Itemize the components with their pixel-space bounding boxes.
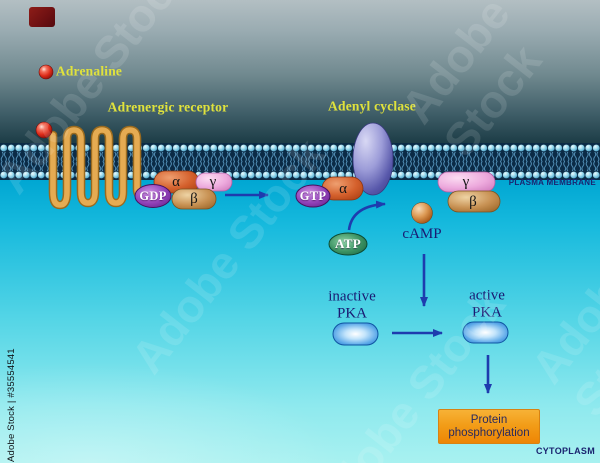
watermark-side-text: Adobe Stock | #35554541 bbox=[6, 348, 17, 462]
camp-molecule bbox=[411, 202, 433, 224]
alpha-label: α bbox=[172, 173, 180, 190]
adenyl-cyclase-enzyme bbox=[352, 122, 394, 196]
arrow-atp-to-camp bbox=[347, 200, 386, 231]
extracellular-region bbox=[0, 0, 600, 144]
inactive-pka-line1: inactive bbox=[328, 288, 376, 305]
gtp-molecule bbox=[295, 184, 331, 208]
inactive-pka-label: inactive PKA bbox=[328, 289, 375, 322]
adrenaline-ligand bbox=[35, 121, 53, 139]
atp-molecule bbox=[328, 232, 368, 256]
stock-logo-badge bbox=[29, 7, 55, 27]
adrenergic-receptor bbox=[48, 125, 149, 210]
alpha-active-label: α bbox=[339, 180, 347, 197]
adrenaline-label: Adrenaline bbox=[55, 63, 123, 79]
camp-label: cAMP bbox=[402, 225, 442, 242]
beta-gamma-complex bbox=[437, 171, 501, 213]
adrenergic-receptor-label: Adrenergic receptor bbox=[107, 99, 229, 115]
active-pka-line1: active bbox=[469, 287, 505, 304]
beta-label: β bbox=[190, 190, 198, 207]
gamma-subunit bbox=[195, 172, 233, 192]
active-pka-label: active PKA bbox=[469, 288, 505, 321]
gdp-label: GDP bbox=[139, 189, 167, 204]
inactive-pka-line2: PKA bbox=[336, 305, 368, 321]
plasma-membrane-label: PLASMA MEMBRANE bbox=[508, 178, 596, 187]
beta-dissociated-label: β bbox=[469, 193, 477, 210]
g-protein-alpha-gtp bbox=[295, 176, 364, 208]
active-pka-line2: PKA bbox=[471, 304, 502, 320]
plasma-membrane-bilayer bbox=[0, 143, 600, 180]
adenyl-cyclase-label: Adenyl cyclase bbox=[328, 98, 416, 114]
adrenaline-legend-icon bbox=[38, 64, 54, 80]
cytoplasm-label: CYTOPLASM bbox=[535, 446, 595, 456]
atp-label: ATP bbox=[335, 235, 361, 251]
gamma-dissociated-label: γ bbox=[462, 173, 470, 190]
protein-box-line2: phosphorylation bbox=[448, 426, 530, 439]
active-pka-enzyme bbox=[462, 321, 509, 344]
protein-phosphorylation-box: Protein phosphorylation bbox=[438, 409, 540, 444]
inactive-pka-enzyme bbox=[332, 322, 379, 346]
gtp-label: GTP bbox=[299, 189, 327, 204]
g-protein-complex-inactive bbox=[134, 170, 233, 210]
gdp-molecule bbox=[134, 184, 172, 208]
gamma-label: γ bbox=[209, 173, 217, 190]
pathway-arrows bbox=[225, 191, 492, 394]
beta-subunit bbox=[171, 188, 217, 210]
beta-subunit-dissociated bbox=[447, 190, 501, 213]
protein-box-line1: Protein bbox=[470, 413, 508, 426]
